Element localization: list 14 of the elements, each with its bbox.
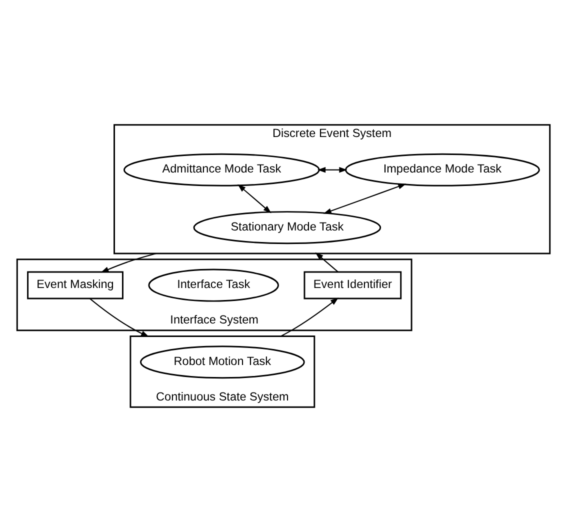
arrow xyxy=(317,166,348,172)
node-ellipse: Interface Task xyxy=(148,268,279,302)
arrow xyxy=(280,297,339,336)
node-ellipse: Stationary Mode Task xyxy=(193,210,382,244)
node-box: Event Identifier xyxy=(304,270,402,299)
arrow xyxy=(323,183,406,214)
arrow xyxy=(238,184,272,213)
arrow xyxy=(89,298,150,336)
node-ellipse: Admittance Mode Task xyxy=(124,152,320,186)
arrow xyxy=(315,252,338,272)
arrow xyxy=(100,252,156,272)
node-ellipse: Impedance Mode Task xyxy=(344,152,540,186)
node-ellipse: Robot Motion Task xyxy=(140,345,305,378)
node-box: Event Masking xyxy=(27,270,124,299)
